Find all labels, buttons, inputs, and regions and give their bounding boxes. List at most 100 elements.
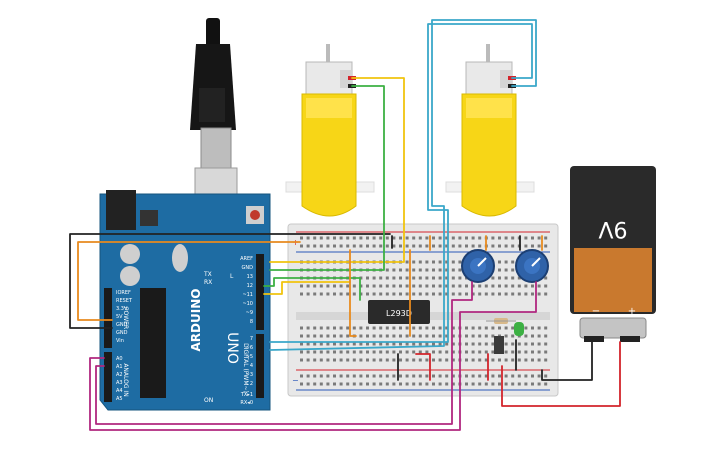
- breadboard-hole: [405, 358, 409, 362]
- breadboard-hole: [418, 334, 422, 338]
- green-led[interactable]: [514, 322, 524, 336]
- breadboard-hole: [346, 284, 350, 288]
- breadboard-hole: [366, 350, 369, 354]
- breadboard-hole: [300, 342, 303, 346]
- breadboard-hole: [405, 342, 409, 346]
- breadboard-hole: [379, 326, 383, 330]
- breadboard-hole: [379, 236, 383, 240]
- breadboard-hole: [399, 292, 402, 296]
- breadboard-hole: [379, 292, 383, 296]
- breadboard-hole: [333, 292, 336, 296]
- breadboard-hole: [451, 236, 455, 240]
- breadboard-hole: [465, 374, 468, 378]
- breadboard-hole: [399, 276, 402, 280]
- breadboard-hole: [300, 292, 303, 296]
- breadboard-hole: [531, 374, 534, 378]
- breadboard-hole: [359, 244, 363, 248]
- breadboard-hole: [300, 374, 303, 378]
- breadboard-hole: [366, 342, 369, 346]
- slide-switch[interactable]: [494, 336, 504, 354]
- breadboard-hole: [438, 326, 442, 330]
- breadboard-hole: [399, 284, 402, 288]
- breadboard-hole: [465, 236, 468, 240]
- resistor[interactable]: [486, 318, 516, 324]
- breadboard-hole: [372, 350, 376, 354]
- breadboard-hole: [484, 292, 488, 296]
- breadboard-hole: [504, 326, 508, 330]
- breadboard-hole: [438, 374, 442, 378]
- breadboard-hole: [418, 284, 422, 288]
- breadboard-hole: [319, 236, 323, 240]
- breadboard-hole: [333, 374, 336, 378]
- potentiometer-right[interactable]: [515, 249, 549, 283]
- dc-motor-right[interactable]: [445, 44, 535, 217]
- breadboard-hole: [412, 334, 416, 338]
- breadboard-hole: [531, 244, 534, 248]
- breadboard-hole: [445, 284, 449, 288]
- breadboard-hole: [412, 268, 416, 272]
- breadboard-hole: [498, 260, 501, 264]
- battery-9v[interactable]: 9V − +: [570, 166, 656, 342]
- breadboard-hole: [366, 326, 369, 330]
- breadboard-hole: [544, 358, 548, 362]
- breadboard-hole: [392, 342, 396, 346]
- breadboard-hole: [313, 382, 317, 386]
- breadboard-hole: [531, 236, 534, 240]
- breadboard-hole: [372, 382, 376, 386]
- breadboard-hole: [517, 342, 521, 346]
- breadboard-hole: [326, 358, 330, 362]
- potentiometer-left[interactable]: [461, 249, 495, 283]
- breadboard-hole: [432, 358, 435, 362]
- breadboard-hole: [458, 284, 462, 288]
- breadboard-hole: [306, 244, 310, 248]
- breadboard-hole: [399, 334, 402, 338]
- breadboard-hole: [451, 260, 455, 264]
- breadboard-hole: [319, 284, 323, 288]
- dc-motor-left[interactable]: [285, 44, 375, 217]
- breadboard-hole: [531, 382, 534, 386]
- usb-cable[interactable]: [190, 18, 238, 209]
- breadboard-hole: [418, 276, 422, 280]
- breadboard-hole: [517, 350, 521, 354]
- breadboard-hole: [372, 284, 376, 288]
- breadboard-hole: [438, 342, 442, 346]
- breadboard-hole: [306, 284, 310, 288]
- breadboard-hole: [418, 342, 422, 346]
- breadboard-hole: [392, 244, 396, 248]
- arduino-uno[interactable]: ARDUINO UNO POWER ANALOG IN DIGITAL (PWM…: [99, 190, 271, 411]
- breadboard-hole: [333, 358, 336, 362]
- breadboard-hole: [326, 342, 330, 346]
- breadboard-hole: [418, 268, 422, 272]
- breadboard-hole: [445, 342, 449, 346]
- breadboard-hole: [537, 358, 541, 362]
- breadboard-hole: [339, 374, 343, 378]
- breadboard-hole: [372, 374, 376, 378]
- breadboard-hole: [300, 350, 303, 354]
- breadboard-hole: [339, 350, 343, 354]
- rx-pin-label: RX◂0: [240, 400, 253, 406]
- breadboard-hole: [418, 350, 422, 354]
- analog-pin-label: A3: [116, 380, 123, 386]
- breadboard-hole: [504, 374, 508, 378]
- breadboard-hole: [451, 326, 455, 330]
- breadboard-hole: [372, 358, 376, 362]
- breadboard-hole: [359, 334, 363, 338]
- breadboard-hole: [306, 292, 310, 296]
- breadboard-hole: [524, 374, 528, 378]
- breadboard-hole: [491, 284, 495, 288]
- breadboard-hole: [333, 284, 336, 288]
- breadboard-hole: [504, 236, 508, 240]
- breadboard-hole: [392, 358, 396, 362]
- digital-pin-label: ~11: [242, 292, 253, 298]
- breadboard-hole: [498, 244, 501, 248]
- breadboard-hole: [425, 260, 429, 264]
- l293d-chip[interactable]: L293D: [368, 300, 430, 324]
- breadboard-hole: [445, 358, 449, 362]
- tx-pin-label: TX▸1: [240, 392, 253, 398]
- breadboard-hole: [379, 284, 383, 288]
- analog-pin-label: A4: [116, 388, 123, 394]
- breadboard-hole: [412, 260, 416, 264]
- breadboard-hole: [504, 358, 508, 362]
- breadboard-hole: [537, 334, 541, 338]
- breadboard-hole: [392, 276, 396, 280]
